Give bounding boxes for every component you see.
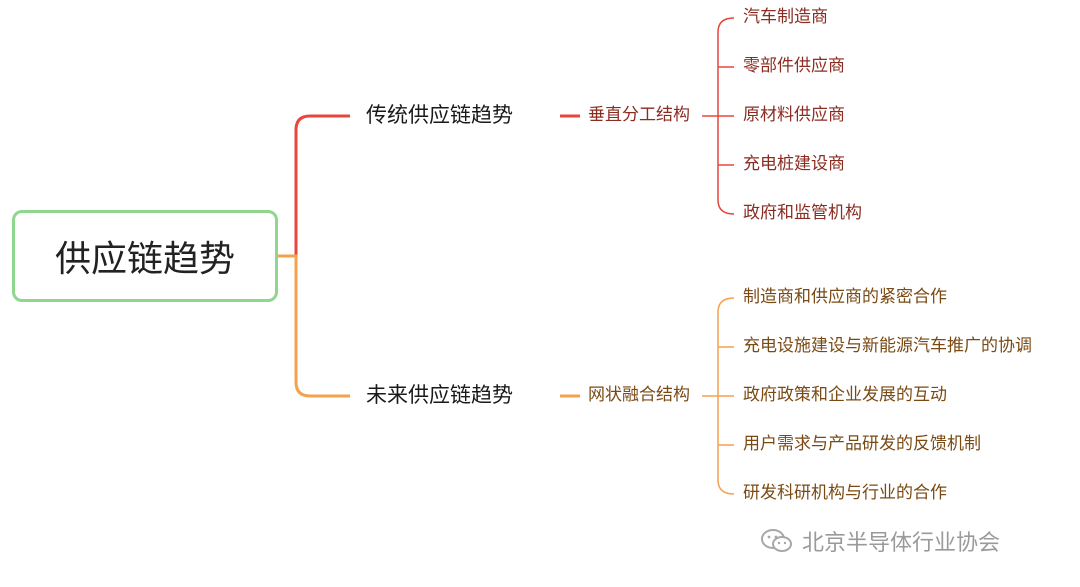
leaf-raw-material-supplier[interactable]: 原材料供应商 bbox=[743, 105, 845, 125]
leaf-charging-pile-builder[interactable]: 充电桩建设商 bbox=[743, 154, 845, 174]
branch-future-label[interactable]: 未来供应链趋势 bbox=[366, 383, 513, 407]
connector-root-to-future bbox=[278, 254, 350, 398]
leaf-automaker[interactable]: 汽车制造商 bbox=[743, 7, 828, 27]
watermark-text: 北京半导体行业协会 bbox=[802, 531, 1001, 556]
watermark: 北京半导体行业协会 bbox=[760, 527, 1001, 556]
root-node[interactable]: 供应链趋势 bbox=[12, 210, 278, 302]
sub-future-label[interactable]: 网状融合结构 bbox=[588, 385, 690, 405]
leaf-parts-supplier[interactable]: 零部件供应商 bbox=[743, 56, 845, 76]
root-label: 供应链趋势 bbox=[54, 239, 235, 280]
leaf-charging-ev-coordination[interactable]: 充电设施建设与新能源汽车推广的协调 bbox=[743, 336, 1032, 356]
branch-traditional-label[interactable]: 传统供应链趋势 bbox=[366, 103, 513, 127]
leaf-government-regulators[interactable]: 政府和监管机构 bbox=[743, 203, 862, 223]
wechat-icon bbox=[761, 529, 792, 552]
leaf-policy-enterprise-interaction[interactable]: 政府政策和企业发展的互动 bbox=[743, 385, 947, 405]
leaf-feedback-mechanism[interactable]: 用户需求与产品研发的反馈机制 bbox=[743, 434, 981, 454]
sub-traditional-label[interactable]: 垂直分工结构 bbox=[588, 105, 690, 125]
connector-root-to-traditional bbox=[278, 114, 350, 258]
leaf-research-cooperation[interactable]: 研发科研机构与行业的合作 bbox=[743, 483, 947, 503]
leaf-close-cooperation[interactable]: 制造商和供应商的紧密合作 bbox=[743, 287, 947, 307]
